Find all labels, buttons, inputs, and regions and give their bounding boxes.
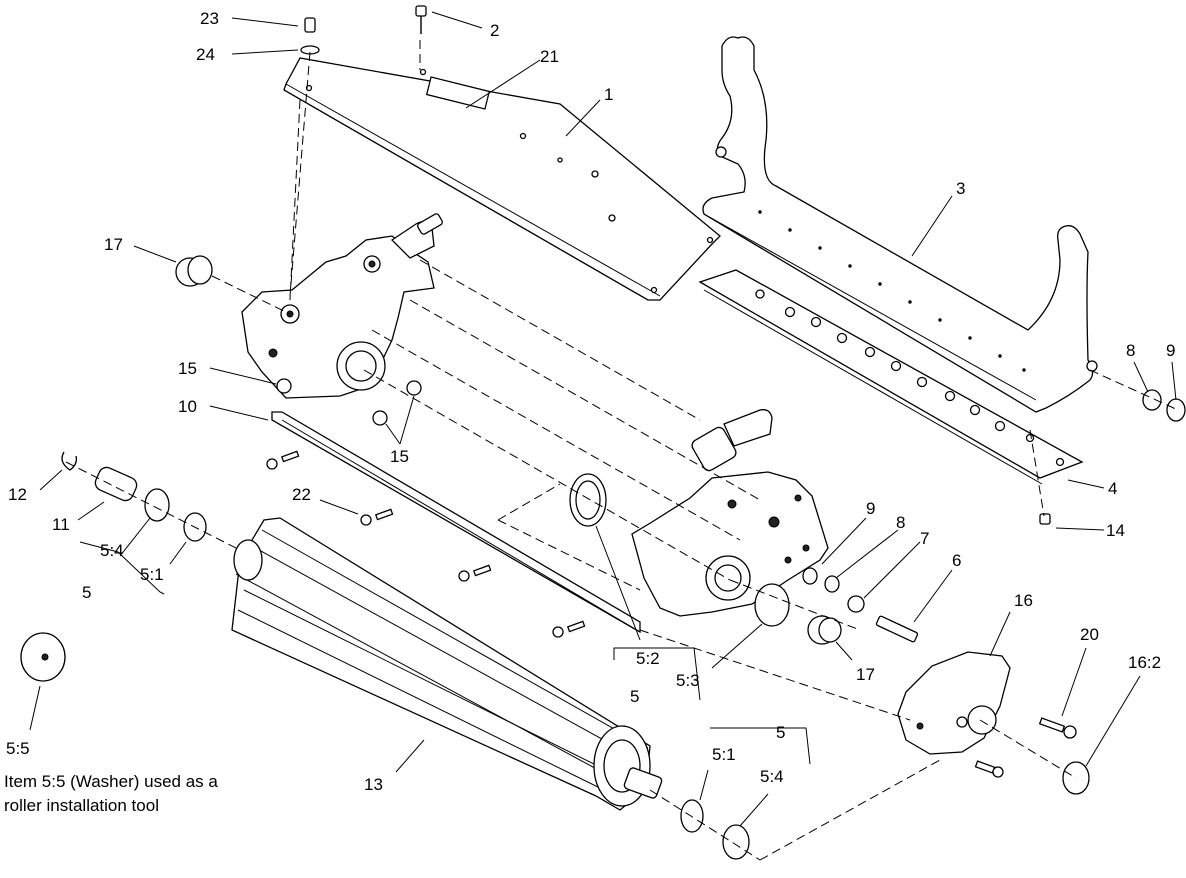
callout-7: 7 [920,529,929,548]
right-side-plate [631,409,829,617]
callout-4: 4 [1108,479,1117,498]
callout-12: 12 [8,485,27,504]
callout-2: 2 [490,21,499,40]
callout-5-right: 5 [776,723,785,742]
callout-5-1-left: 5:1 [140,565,164,584]
note-line-1: Item 5:5 (Washer) used as a [4,772,218,791]
callout-17-left: 17 [104,235,123,254]
part-13-reel [231,517,663,811]
callout-10: 10 [178,397,197,416]
callout-9-mid: 9 [866,499,875,518]
callout-labels: 23 2 24 21 1 3 17 15 10 15 8 9 12 11 22 … [6,9,1175,794]
callout-24: 24 [196,45,215,64]
assembly-lines [65,40,1179,861]
screws [266,450,1077,778]
leader-lines [29,11,1177,827]
part-4-bedbar [698,269,1084,485]
note-line-2: roller installation tool [4,796,159,815]
callout-16-2: 16:2 [1128,653,1161,672]
callout-15-bottom: 15 [390,447,409,466]
callout-5-4-left: 5:4 [100,541,124,560]
callout-16: 16 [1014,591,1033,610]
callout-15-top: 15 [178,359,197,378]
left-side-plate [241,213,443,399]
part-10-bar [271,411,641,634]
callout-6: 6 [952,551,961,570]
hardware [20,5,1186,860]
callout-5-3: 5:3 [676,671,700,690]
callout-3: 3 [956,179,965,198]
part-1-shield-plate [283,57,721,301]
callout-23: 23 [200,9,219,28]
brackets [79,541,811,765]
frame-holes [758,210,1026,372]
callout-21: 21 [540,47,559,66]
callout-5-4-right: 5:4 [760,767,784,786]
callout-1: 1 [604,85,613,104]
part-3-frame [702,36,1098,413]
callout-5-5: 5:5 [6,739,30,758]
callout-14: 14 [1106,521,1125,540]
callout-17-right: 17 [856,665,875,684]
callout-8-top: 8 [1126,341,1135,360]
part-16-cover [897,651,1011,755]
callout-5-2: 5:2 [636,649,660,668]
installation-note: Item 5:5 (Washer) used as a roller insta… [4,770,304,818]
callout-5-1-right: 5:1 [712,745,736,764]
callout-22: 22 [292,485,311,504]
callout-5-mid: 5 [630,687,639,706]
callout-5-left: 5 [82,583,91,602]
callout-9-top: 9 [1166,341,1175,360]
callout-20: 20 [1080,625,1099,644]
callout-13: 13 [364,775,383,794]
callout-8-mid: 8 [896,513,905,532]
callout-11: 11 [52,515,70,534]
